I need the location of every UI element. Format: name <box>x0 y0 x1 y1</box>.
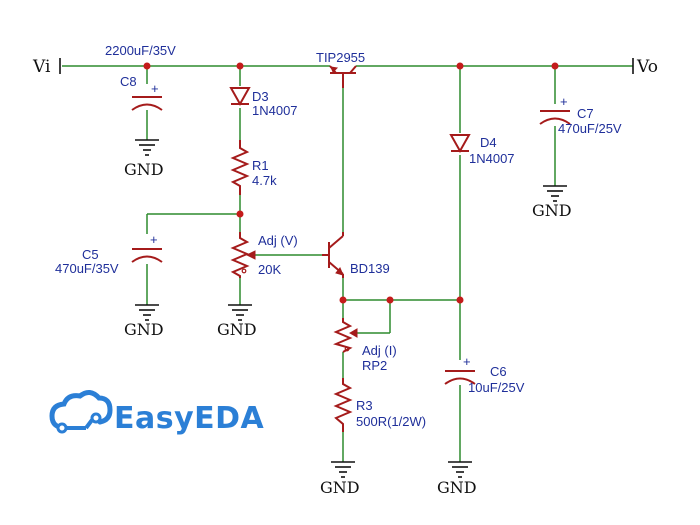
d4-ref: D4 <box>480 135 497 150</box>
potentiometer-adj-v: Adj (V) 20K <box>230 232 298 278</box>
q2-ref: BD139 <box>350 261 390 276</box>
q1-ref: TIP2955 <box>316 50 365 65</box>
c5-ref: C5 <box>82 247 99 262</box>
rv1-label: Adj (V) <box>258 233 298 248</box>
c5-polarity: + <box>150 232 158 247</box>
port-vout: Vo <box>632 57 658 77</box>
c6-value: 10uF/25V <box>468 380 525 395</box>
c6-polarity: + <box>463 354 471 369</box>
ground-c5: GND <box>124 304 164 339</box>
c5-value: 470uF/35V <box>55 261 119 276</box>
c7-polarity: + <box>560 94 568 109</box>
transistor-bd139: BD139 <box>322 232 390 278</box>
potentiometer-adj-i: Adj (I) RP2 <box>333 318 397 373</box>
r3-ref: R3 <box>356 398 373 413</box>
junction-dot <box>386 296 394 304</box>
r3-value: 500R(1/2W) <box>356 414 426 429</box>
resistor-r3: R3 500R(1/2W) <box>333 378 426 432</box>
easyeda-logo: EasyEDA <box>49 390 265 436</box>
cloud-icon <box>49 390 113 434</box>
resistor-r1: R1 4.7k <box>230 140 277 195</box>
gnd-label: GND <box>532 201 572 220</box>
junction-dot <box>236 62 244 70</box>
d3-ref: D3 <box>252 89 269 104</box>
capacitor-c8: + C8 2200uF/35V <box>105 43 176 111</box>
r1-ref: R1 <box>252 158 269 173</box>
c8-ref: C8 <box>120 74 137 89</box>
vout-label: Vo <box>636 57 658 77</box>
capacitor-c5: + C5 470uF/35V <box>55 232 163 276</box>
d4-value: 1N4007 <box>469 151 515 166</box>
diode-d4: D4 1N4007 <box>449 134 515 166</box>
c6-ref: C6 <box>490 364 507 379</box>
ground-c8: GND <box>124 139 164 179</box>
junction-dot <box>236 210 244 218</box>
capacitor-c6: + C6 10uF/25V <box>444 354 525 395</box>
capacitor-c7: + C7 470uF/25V <box>539 94 622 136</box>
logo-text: EasyEDA <box>114 401 265 436</box>
c8-value: 2200uF/35V <box>105 43 176 58</box>
junction-dot <box>143 62 151 70</box>
ground-rv1: GND <box>217 304 257 339</box>
port-vin: Vi <box>32 57 61 77</box>
diode-d3: D3 1N4007 <box>229 87 298 118</box>
gnd-label: GND <box>437 478 477 497</box>
junction-dot <box>551 62 559 70</box>
c7-ref: C7 <box>577 106 594 121</box>
junction-dot <box>339 296 347 304</box>
r1-value: 4.7k <box>252 173 277 188</box>
rp2-ref: RP2 <box>362 358 387 373</box>
gnd-label: GND <box>124 160 164 179</box>
ground-c7: GND <box>532 185 572 220</box>
rp2-label: Adj (I) <box>362 343 397 358</box>
ground-c6: GND <box>437 461 477 497</box>
d3-value: 1N4007 <box>252 103 298 118</box>
c7-value: 470uF/25V <box>558 121 622 136</box>
gnd-label: GND <box>217 320 257 339</box>
vin-label: Vi <box>32 57 51 77</box>
ground-r3: GND <box>320 461 360 497</box>
junctions <box>143 62 559 304</box>
c8-polarity: + <box>151 81 159 96</box>
transistor-tip2955: TIP2955 <box>316 50 365 88</box>
junction-dot <box>456 62 464 70</box>
gnd-label: GND <box>124 320 164 339</box>
junction-dot <box>456 296 464 304</box>
gnd-label: GND <box>320 478 360 497</box>
rv1-value: 20K <box>258 262 281 277</box>
